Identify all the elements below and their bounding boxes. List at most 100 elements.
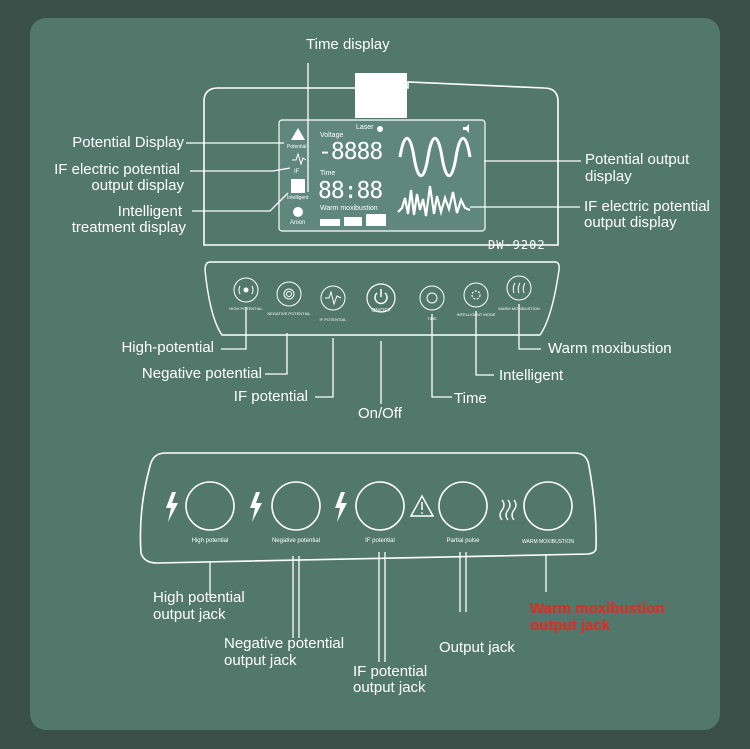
callout-intelligent-display-2: treatment display bbox=[71, 219, 186, 236]
callout-intelligent: Intelligent bbox=[499, 367, 564, 384]
lightning-icon bbox=[166, 492, 178, 522]
button-ring-time bbox=[419, 285, 445, 311]
jack-label-partial-pulse: Partial pulse bbox=[446, 538, 480, 544]
button-ring-intelligent bbox=[463, 282, 489, 308]
button-label-negative-potential: NEGATIVE POTENTIAL bbox=[267, 311, 311, 316]
lcd-icon-intelligent-label: Intelligent bbox=[287, 195, 309, 201]
jack-label-high-potential: High potential bbox=[191, 538, 229, 544]
callout-if-display-left-1: IF electric potential bbox=[54, 161, 180, 178]
button-ring-on-off bbox=[366, 283, 396, 313]
callout-on-off: On/Off bbox=[358, 405, 402, 422]
if-icon bbox=[292, 152, 307, 166]
callout-if-potential-jack-2: output jack bbox=[353, 679, 426, 696]
callout-intelligent-display-1: Intelligent bbox=[117, 203, 182, 220]
callout-warm-jack-1: Warm moxibustion bbox=[530, 600, 665, 617]
anion-icon bbox=[293, 207, 303, 217]
speaker-icon bbox=[463, 124, 469, 133]
if-potential-button[interactable] bbox=[320, 285, 346, 311]
callout-high-potential-jack-1: High potential bbox=[153, 589, 245, 606]
callout-if-display-right-1: IF electric potential bbox=[584, 198, 710, 215]
lcd-warm-label: Warm moxibustion bbox=[320, 205, 378, 212]
warm-bar-3 bbox=[366, 214, 386, 226]
control-panel-outline bbox=[204, 261, 560, 336]
lightning-icon bbox=[250, 492, 262, 522]
lcd-icon-if-label: IF bbox=[294, 169, 300, 175]
warm-bar-2 bbox=[344, 217, 362, 226]
jack-label-negative-potential: Negative potential bbox=[271, 538, 321, 544]
callout-high-potential: High-potential bbox=[121, 339, 214, 356]
lcd-voltage-label: Voltage bbox=[320, 132, 344, 139]
callout-if-potential-jack-1: IF potential bbox=[353, 663, 428, 680]
time-display-window bbox=[355, 73, 407, 118]
rings-icon bbox=[283, 288, 295, 300]
jack-label-warm: WARM MOXIBUSTION bbox=[521, 539, 575, 545]
callout-potential-output-display-1: Potential output bbox=[585, 151, 690, 168]
warm-moxibustion-jack[interactable] bbox=[524, 482, 572, 530]
jack-ring-partial-pulse bbox=[438, 481, 488, 531]
pulse-icon bbox=[325, 290, 342, 306]
button-label-high-potential: HIGH POTENTIAL bbox=[229, 306, 263, 311]
button-label-time: TIME bbox=[427, 316, 437, 321]
jack-ring-warm bbox=[523, 481, 573, 531]
intelligent-button[interactable] bbox=[463, 282, 489, 308]
heat-icon bbox=[512, 282, 526, 294]
callout-negative-potential-jack-2: output jack bbox=[224, 652, 297, 669]
callout-time-display: Time display bbox=[306, 36, 390, 53]
button-label-warm: WARM MOXIBUSTION bbox=[498, 306, 540, 311]
lcd-voltage-digits: -8888 bbox=[318, 139, 383, 165]
button-ring-negative-potential bbox=[276, 281, 302, 307]
callout-potential-display: Potential Display bbox=[72, 134, 184, 151]
callout-if-potential: IF potential bbox=[233, 388, 308, 405]
jack-ring-negative-potential bbox=[271, 481, 321, 531]
spin-icon bbox=[471, 290, 481, 300]
callout-negative-potential-jack-1: Negative potential bbox=[224, 635, 345, 652]
waves-icon bbox=[238, 285, 254, 295]
if-potential-jack[interactable] bbox=[356, 482, 404, 530]
callout-time: Time bbox=[454, 390, 487, 407]
potential-icon bbox=[291, 128, 305, 140]
if-wave bbox=[397, 185, 471, 217]
button-ring-if-potential bbox=[320, 285, 346, 311]
callout-warm-moxibustion: Warm moxibustion bbox=[548, 340, 672, 357]
warning-icon bbox=[409, 494, 435, 517]
jack-ring-if-potential bbox=[355, 481, 405, 531]
model-number: DW-9202 bbox=[488, 238, 546, 252]
leader-lines bbox=[186, 63, 581, 662]
sine-wave bbox=[398, 136, 472, 178]
time-button[interactable] bbox=[419, 285, 445, 311]
callout-if-display-right-2: output display bbox=[584, 214, 677, 231]
callout-potential-output-display-2: display bbox=[585, 168, 632, 185]
intelligent-icon bbox=[291, 179, 305, 193]
callout-warm-jack-2: output jack bbox=[530, 617, 611, 634]
high-potential-button[interactable] bbox=[233, 277, 259, 303]
heat-waves-icon bbox=[499, 499, 517, 521]
callout-if-display-left-2: output display bbox=[91, 177, 184, 194]
negative-potential-jack[interactable] bbox=[272, 482, 320, 530]
power-icon bbox=[374, 292, 388, 305]
callout-negative-potential: Negative potential bbox=[141, 365, 262, 382]
lcd-time-label: Time bbox=[320, 170, 336, 177]
device-top-outline bbox=[203, 81, 559, 246]
button-ring-warm bbox=[506, 275, 532, 301]
lcd-icon-anion-label: Anion bbox=[290, 220, 306, 226]
partial-pulse-jack[interactable] bbox=[439, 482, 487, 530]
button-label-if-potential: IF POTENTIAL bbox=[319, 317, 347, 322]
warm-bar-1 bbox=[320, 219, 340, 226]
clock-icon bbox=[426, 292, 438, 304]
jack-panel-outline bbox=[139, 452, 597, 564]
lightning-icon bbox=[335, 492, 347, 522]
high-potential-jack[interactable] bbox=[186, 482, 234, 530]
callout-output-jack: Output jack bbox=[439, 639, 515, 656]
jack-label-if-potential: IF potential bbox=[365, 538, 395, 544]
laser-sun-icon bbox=[377, 126, 383, 132]
warm-moxibustion-button[interactable] bbox=[506, 275, 532, 301]
button-label-on-off: ON/OFF bbox=[371, 308, 391, 314]
button-ring-high-potential bbox=[233, 277, 259, 303]
lcd-icon-potential-label: Potential bbox=[287, 144, 307, 150]
lcd-time-digits: 88:88 bbox=[318, 178, 383, 204]
button-label-intelligent: INTELLIGENT MODE bbox=[456, 312, 496, 317]
jack-ring-high-potential bbox=[185, 481, 235, 531]
lcd-laser-label: Laser bbox=[356, 124, 374, 131]
negative-potential-button[interactable] bbox=[276, 281, 302, 307]
